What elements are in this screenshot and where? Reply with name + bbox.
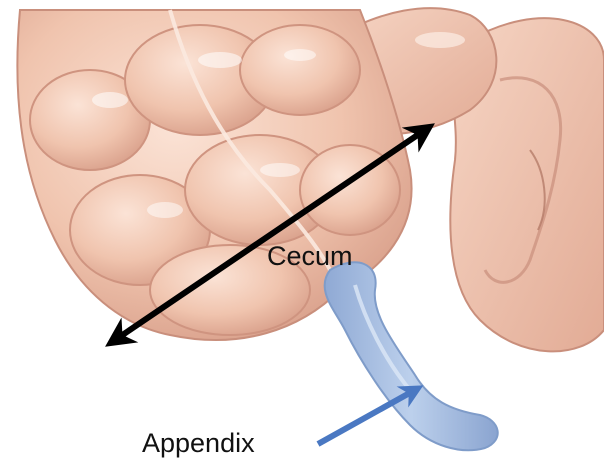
- appendix-label: Appendix: [142, 428, 255, 458]
- cecum-label: Cecum: [267, 241, 353, 271]
- appendix-pointer-arrow: [318, 390, 415, 444]
